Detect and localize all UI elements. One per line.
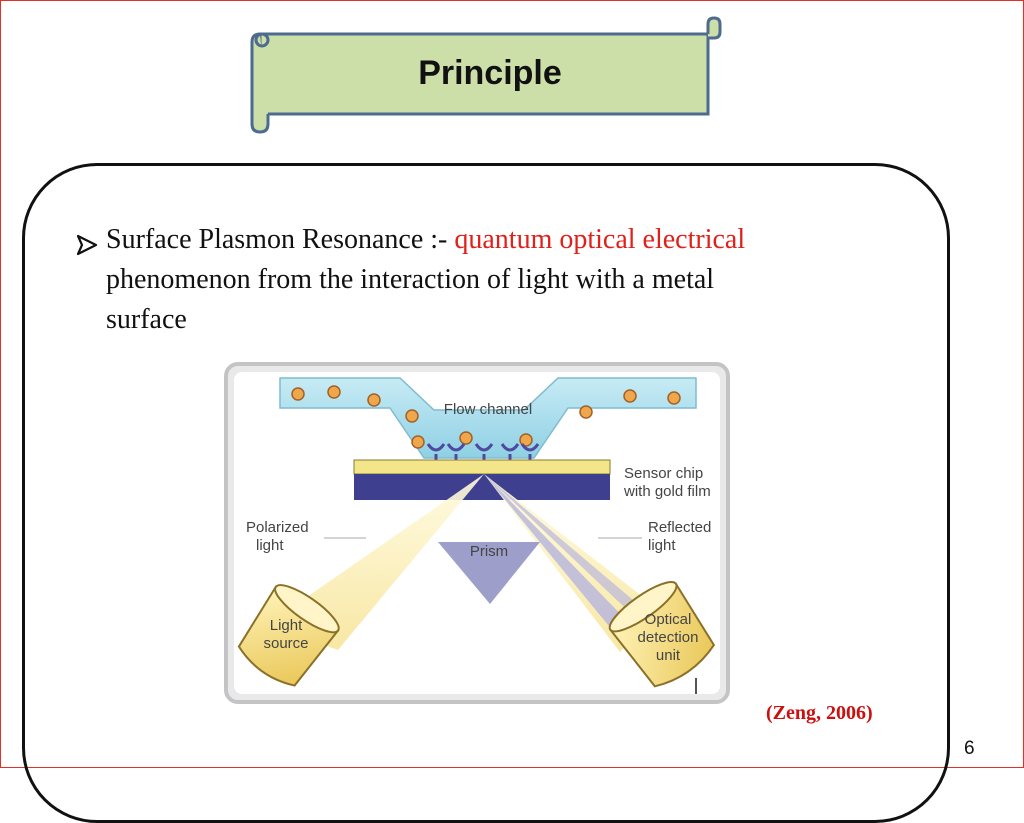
- light-source: [237, 584, 340, 687]
- receptor-molecules: [426, 443, 540, 460]
- flow-channel: [279, 377, 697, 459]
- prism: [438, 542, 540, 604]
- citation: (Zeng, 2006): [766, 702, 873, 724]
- label-prism: Prism: [470, 543, 508, 560]
- label-optical-3: unit: [656, 647, 681, 664]
- bullet-arrow-icon: [76, 234, 98, 256]
- label-polarized-1: Polarized: [246, 519, 309, 536]
- gold-film: [353, 459, 611, 475]
- bullet-line-2: phenomenon from the interaction of light…: [106, 264, 715, 295]
- label-sensor-chip-2: with gold film: [623, 483, 711, 500]
- reflected-beam: [484, 474, 660, 652]
- label-optical-1: Optical: [645, 611, 692, 628]
- analyte-particles: [291, 385, 681, 447]
- label-light-source-1: Light: [270, 617, 303, 634]
- bullet-line-3: surface: [106, 304, 187, 335]
- label-flow-channel: Flow channel: [444, 401, 532, 418]
- spr-diagram: Prism Light source Optical detection uni…: [224, 362, 730, 704]
- page-number: 6: [964, 738, 975, 759]
- label-reflected-2: light: [648, 537, 676, 554]
- label-optical-2: detection: [638, 629, 699, 646]
- optical-detection-unit: [608, 581, 716, 688]
- bullet-line-1: Surface Plasmon Resonance :- quantum opt…: [106, 224, 745, 256]
- label-light-source-2: source: [263, 635, 308, 652]
- label-reflected-1: Reflected: [648, 519, 711, 536]
- dark-line-beam: [484, 474, 636, 642]
- bullet-highlight: quantum optical electrical: [454, 224, 746, 255]
- bullet-term: Surface Plasmon Resonance :-: [106, 224, 448, 255]
- sensor-chip: [354, 474, 610, 500]
- title-banner: [250, 16, 722, 134]
- label-sensor-chip-1: Sensor chip: [624, 465, 703, 482]
- slide-title: Principle: [418, 54, 562, 92]
- label-polarized-2: light: [256, 537, 284, 554]
